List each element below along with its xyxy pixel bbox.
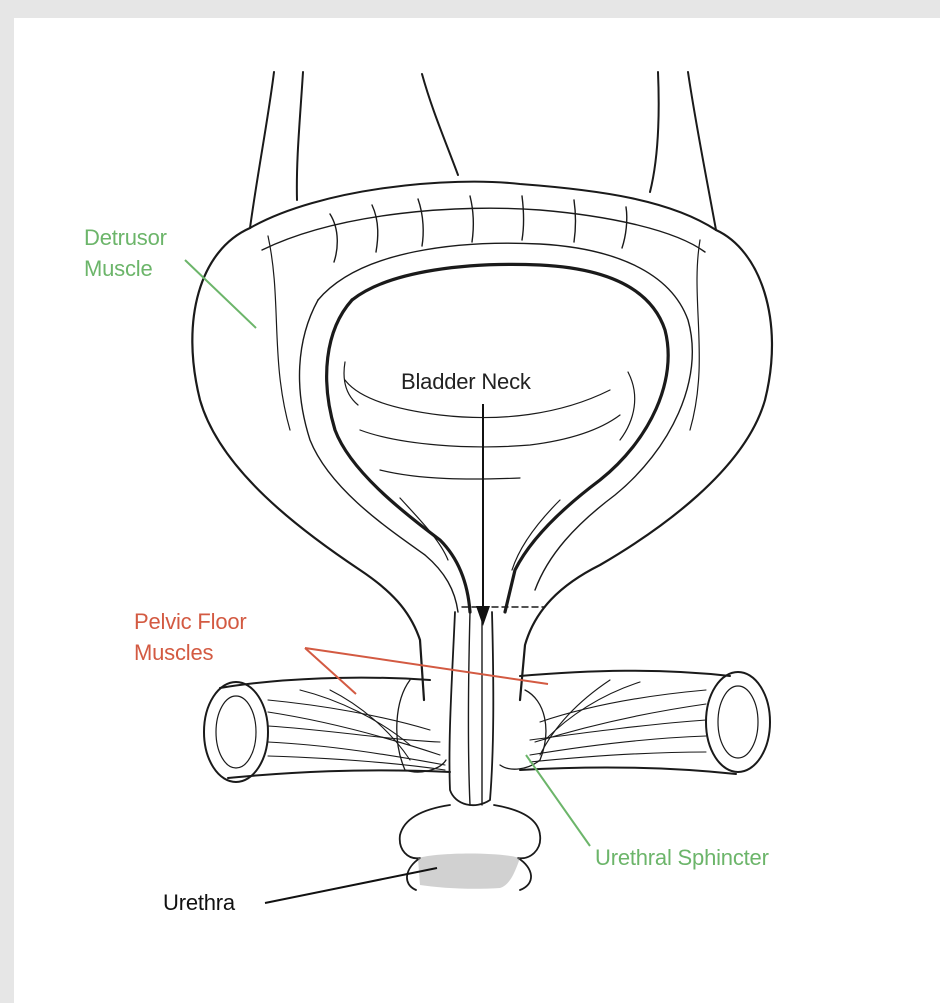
pelvic-floor-label-line1: Pelvic Floor: [134, 606, 247, 637]
bladder-neck-label-text: Bladder Neck: [401, 369, 531, 394]
bladder-neck-arrowhead: [476, 606, 490, 626]
detrusor-label-line1: Detrusor: [84, 222, 167, 253]
urethral-sphincter-label-text: Urethral Sphincter: [595, 845, 769, 870]
pelvic-floor-label-line2: Muscles: [134, 637, 247, 668]
ureters: [250, 72, 716, 230]
detrusor-muscle-label: Detrusor Muscle: [84, 222, 167, 284]
bladder-lumen: [300, 243, 693, 612]
urethra-label: Urethra: [163, 887, 235, 918]
urethral-sphincter-label: Urethral Sphincter: [595, 842, 769, 873]
pointer-lines: [185, 260, 590, 903]
detrusor-pointer: [185, 260, 256, 328]
urethra-shading: [418, 854, 520, 889]
pelvic-floor-band: [204, 671, 770, 782]
pelvic-floor-muscles-label: Pelvic Floor Muscles: [134, 606, 247, 668]
detrusor-label-line2: Muscle: [84, 253, 167, 284]
urethra-pointer: [265, 868, 437, 903]
bladder-neck-label: Bladder Neck: [401, 366, 531, 397]
urethra-label-text: Urethra: [163, 890, 235, 915]
